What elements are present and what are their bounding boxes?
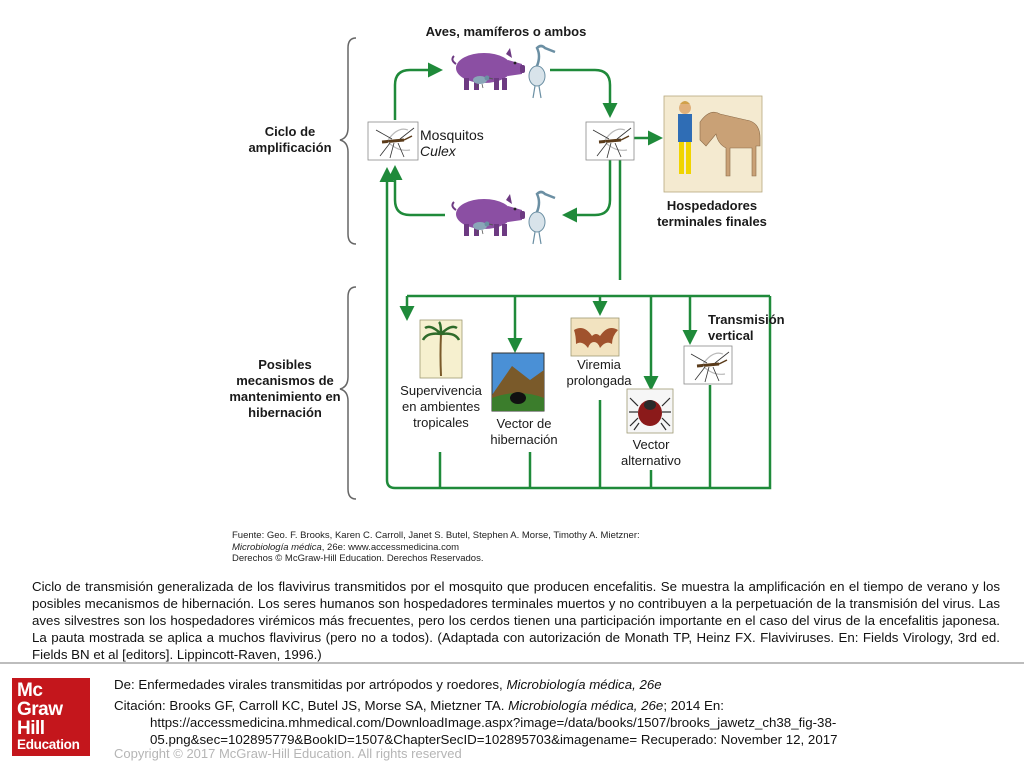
citation-book-title: Microbiología médica, 26e [508,698,664,713]
mosquito-label: Mosquitos [420,127,484,143]
logo-line-2: Graw [17,699,63,720]
source-line-1: Fuente: Geo. F. Brooks, Karen C. Carroll… [232,530,640,541]
citation-url-line-1[interactable]: https://accessmedicina.mhmedical.com/Dow… [150,715,837,730]
maintenance-mechanisms-label: Posibles mecanismos de mantenimiento en … [229,357,341,420]
source-book-title: Microbiología médica [232,541,322,553]
citation-prefix: Citación: Brooks GF, Carroll KC, Butel J… [114,698,509,713]
source-line-3: Derechos © McGraw-Hill Education. Derech… [232,553,484,564]
top-hosts-label: Aves, mamíferos o ambos [425,24,587,39]
from-prefix: De: Enfermedades virales transmitidas po… [114,677,507,692]
from-book-title: Microbiología médica, 26e [506,677,662,692]
citation-suffix: ; 2014 En: [663,698,724,713]
from-line: De: Enfermedades virales transmitidas po… [114,676,662,693]
logo-line-3: Hill [17,718,45,739]
amplification-cycle-label: Ciclo de amplificación [248,124,332,155]
mcgraw-hill-logo: Mc Graw Hill Education [12,678,90,756]
prolonged-viremia-label: Viremia prolongada [566,357,632,388]
tropical-survival-label: Supervivencia en ambientes tropicales [400,383,482,430]
transmission-diagram [339,37,772,500]
source-site: , 26e: www.accessmedicina.com [321,541,460,553]
copyright-notice: Copyright © 2017 McGraw-Hill Education. … [114,746,462,761]
figure-caption: Ciclo de transmisión generalizada de los… [32,579,1000,662]
figure-source-credit: Fuente: Geo. F. Brooks, Karen C. Carroll… [232,530,692,565]
terminal-hosts-label: Hospedadores terminales finales [657,198,767,229]
citation-line: Citación: Brooks GF, Carroll KC, Butel J… [114,697,724,714]
hibernation-vector-label: Vector de hibernación [490,416,558,447]
footer-divider [0,662,1024,664]
vertical-transmission-label: Transmisión vertical [708,312,785,343]
alternative-vector-label: Vector alternativo [621,437,681,468]
logo-line-1: Mc [17,680,43,701]
citation-url-line-2[interactable]: 05.png&sec=102895779&BookID=1507&Chapter… [150,732,838,747]
logo-line-4: Education [17,737,80,752]
source-line-2: Microbiología médica, 26e: www.accessmed… [232,542,692,554]
mosquito-sublabel: Culex [420,143,456,159]
